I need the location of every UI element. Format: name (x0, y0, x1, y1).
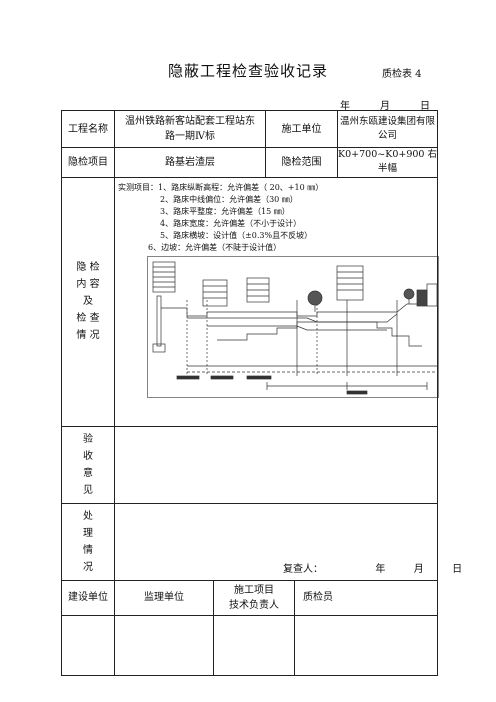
road-cross-section-drawing (147, 255, 439, 398)
inspection-item-label: 隐检项目 (61, 147, 115, 178)
project-name-value: 温州铁路新客站配套工程站东路一期Ⅳ标 (113, 110, 267, 148)
measured-item: 2、路床中线偏位：允许偏差（30 ㎜） (160, 194, 298, 204)
reviewer-date-month: 月 (413, 563, 424, 575)
measured-item: 4、路床宽度：允许偏差（不小于设计） (160, 218, 302, 228)
project-name-label: 工程名称 (61, 110, 115, 148)
acceptance-opinion-cell[interactable] (113, 425, 439, 504)
reviewer-label: 复查人： (283, 563, 323, 575)
inspection-item-value: 路基岩渣层 (113, 147, 267, 178)
measured-items-list: 实测项目：1、路床纵断高程：允许偏差（ 20、+10 ㎜） 2、路床中线偏位：允… (118, 182, 323, 254)
inspection-content-label: 隐 检 内 容 及 检 查 情 况 (61, 176, 115, 427)
builder-label: 建设单位 (61, 579, 115, 616)
tech-lead-signature-cell[interactable] (212, 614, 296, 676)
handling-cell[interactable]: 复查人： 年 月 日 (113, 502, 462, 581)
handling-label: 处 理 情 况 (61, 502, 115, 581)
inspection-content-cell: 实测项目：1、路床纵断高程：允许偏差（ 20、+10 ㎜） 2、路床中线偏位：允… (113, 176, 439, 427)
reviewer-date-day: 日 (452, 563, 463, 575)
inspection-scope-value: K0+700~K0+900 右半幅 (337, 147, 439, 178)
tech-lead-label: 施工项目 技术负责人 (212, 579, 296, 616)
contractor-label: 施工单位 (265, 110, 339, 148)
measured-item: 3、路床平整度：允许偏差（15 ㎜） (160, 206, 290, 216)
supervisor-label: 监理单位 (114, 579, 214, 616)
header-date: 年 月 日 (340, 97, 430, 112)
form-number: 质检表 4 (382, 69, 422, 80)
page-title: 隐蔽工程检查验收记录 (167, 62, 328, 80)
header-date-day: 日 (420, 101, 430, 112)
measured-item: 5、路床横坡：设计值（±0.3%且不反坡） (160, 230, 313, 240)
qc-label: 质检员 (294, 579, 439, 616)
inspection-scope-label: 隐检范围 (265, 147, 339, 178)
reviewer-date-year: 年 (375, 563, 386, 575)
qc-signature-cell[interactable] (294, 614, 439, 676)
contractor-value: 温州东瓯建设集团有限公司 (337, 110, 439, 148)
measured-item: 6、边坡：允许偏差（不陡于设计值） (148, 242, 282, 252)
builder-signature-cell[interactable] (61, 614, 115, 676)
header-date-year: 年 (340, 101, 350, 112)
inspection-record-table: 工程名称 温州铁路新客站配套工程站东路一期Ⅳ标 施工单位 温州东瓯建设集团有限公… (61, 110, 462, 676)
acceptance-opinion-label: 验 收 意 见 (61, 425, 115, 504)
reviewer-line: 复查人： 年 月 日 (283, 562, 462, 577)
header-date-month: 月 (380, 101, 390, 112)
measured-item: 实测项目：1、路床纵断高程：允许偏差（ 20、+10 ㎜） (118, 182, 324, 192)
supervisor-signature-cell[interactable] (114, 614, 214, 676)
